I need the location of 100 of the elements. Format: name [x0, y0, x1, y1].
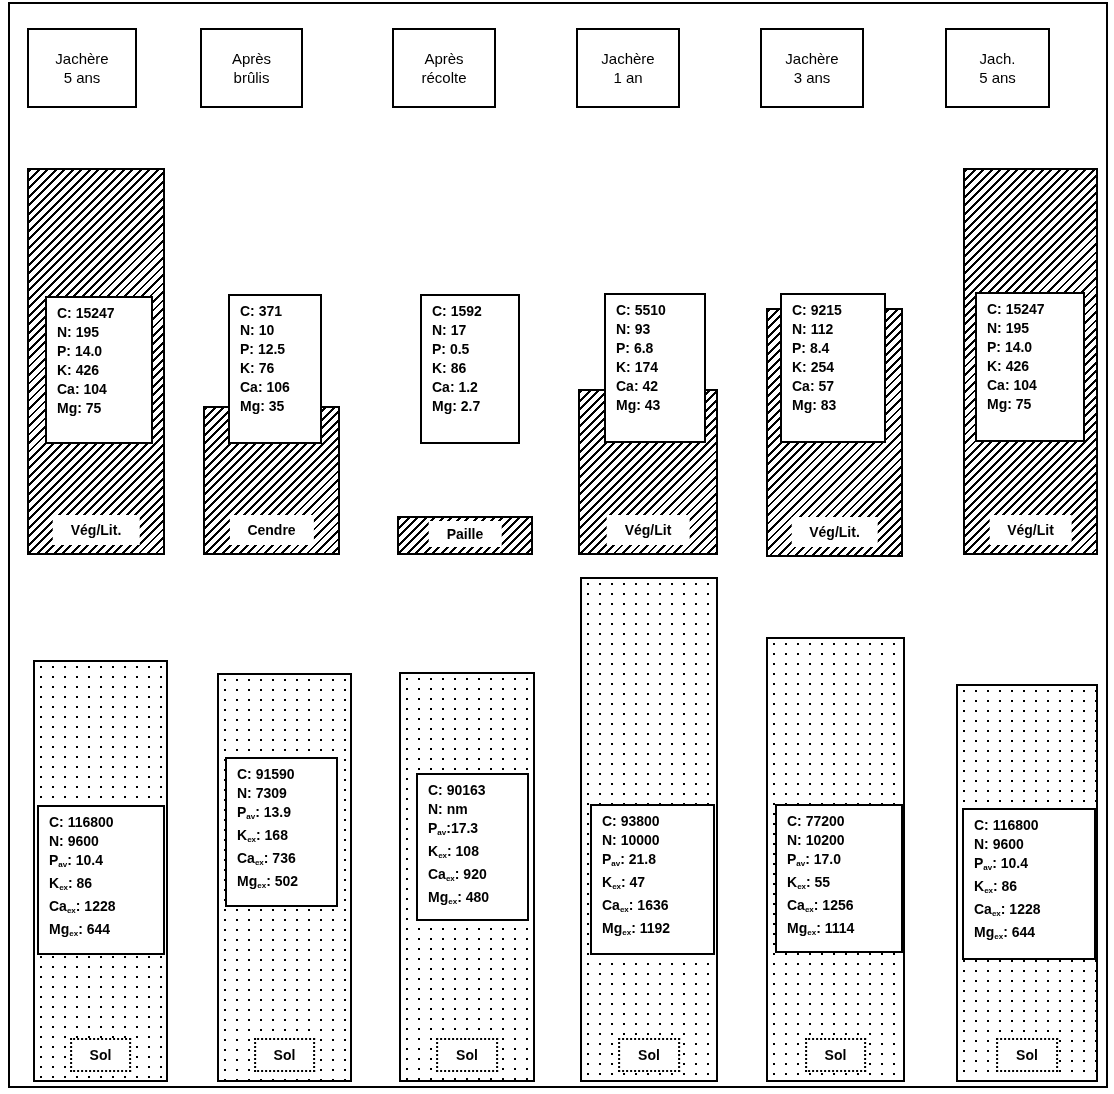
stage-header-box — [200, 28, 303, 108]
stage-header-box — [576, 28, 680, 108]
nutrient-data-box — [225, 757, 338, 907]
nutrient-value: P$_{av}$: 10.4 — [49, 851, 105, 871]
nutrient-value: P$_{av}$: 10.4 — [974, 854, 1030, 874]
nutrient-value: P: 8.4 — [792, 339, 831, 358]
soil-column — [580, 577, 718, 1082]
nutrient-value: Mg: 43 — [616, 396, 662, 415]
nutrient-value: N: 10200 — [787, 831, 846, 850]
nutrient-value: P$_{av}$: 21.8 — [602, 850, 658, 870]
nutrient-value: N: 17 — [432, 321, 468, 340]
vegetation-bar — [963, 168, 1098, 555]
nutrient-data-box — [420, 294, 520, 444]
layer-label: Sol — [804, 1038, 867, 1072]
nutrient-value: Mg$_{ex}$: 502 — [237, 872, 300, 892]
nutrient-value: N: 93 — [616, 320, 652, 339]
nutrient-value: C: 15247 — [987, 300, 1046, 319]
layer-label: Paille — [428, 521, 502, 547]
nutrient-value: P$_{av}$: 13.9 — [237, 803, 293, 823]
nutrient-value: Ca: 104 — [987, 376, 1038, 395]
nutrient-data-box — [590, 804, 715, 955]
soil-column — [766, 637, 905, 1082]
stage-title: Jachère 1 an — [600, 49, 656, 87]
nutrient-value: C: 90163 — [428, 781, 487, 800]
layer-label: Vég/Lit. — [791, 517, 878, 547]
layer-label: Sol — [253, 1038, 316, 1072]
layer-label: Vég/Lit. — [52, 515, 140, 545]
soil-column — [956, 684, 1098, 1082]
nutrient-data-box — [975, 292, 1085, 442]
layer-label: Sol — [69, 1038, 132, 1072]
nutrient-data-box — [37, 805, 165, 955]
nutrient-value: K$_{ex}$: 47 — [602, 873, 647, 893]
layer-label: Vég/Lit — [989, 515, 1072, 545]
nutrient-value: Ca$_{ex}$: 736 — [237, 849, 297, 869]
stage-title: Jach. 5 ans — [978, 49, 1017, 87]
nutrient-value: P: 14.0 — [987, 338, 1034, 357]
nutrient-value: N: nm — [428, 800, 469, 819]
nutrient-value: Ca: 57 — [792, 377, 836, 396]
nutrient-value: K$_{ex}$: 86 — [49, 874, 94, 894]
nutrient-value: C: 371 — [240, 302, 284, 321]
nutrient-value: K: 76 — [240, 359, 276, 378]
layer-label: Sol — [436, 1038, 498, 1072]
nutrient-value: K$_{ex}$: 55 — [787, 873, 832, 893]
nutrient-value: Mg: 75 — [57, 399, 103, 418]
nutrient-value: Mg$_{ex}$: 1192 — [602, 919, 672, 939]
nutrient-value: K$_{ex}$: 168 — [237, 826, 289, 846]
nutrient-value: Ca$_{ex}$: 1636 — [602, 896, 670, 916]
nutrient-value: Ca: 104 — [57, 380, 108, 399]
nutrient-value: Mg$_{ex}$: 480 — [428, 888, 491, 908]
nutrient-value: Mg$_{ex}$: 644 — [49, 920, 112, 940]
nutrient-value: Mg: 75 — [987, 395, 1033, 414]
nutrient-value: K$_{ex}$: 108 — [428, 842, 480, 862]
soil-column — [33, 660, 168, 1082]
nutrient-value: Mg: 83 — [792, 396, 838, 415]
nutrient-value: C: 116800 — [974, 816, 1040, 835]
nutrient-value: N: 195 — [57, 323, 101, 342]
nutrient-value: P: 14.0 — [57, 342, 104, 361]
nutrient-value: Mg$_{ex}$: 1114 — [787, 919, 856, 939]
stage-title: Après récolte — [420, 49, 468, 87]
layer-label: Sol — [618, 1038, 680, 1072]
stage-title: Jachère 5 ans — [54, 49, 110, 87]
nutrient-value: N: 7309 — [237, 784, 288, 803]
nutrient-value: P: 0.5 — [432, 340, 471, 359]
nutrient-value: K: 254 — [792, 358, 836, 377]
nutrient-data-box — [416, 773, 529, 921]
nutrient-value: C: 5510 — [616, 301, 667, 320]
layer-label: Cendre — [229, 515, 314, 545]
nutrient-value: N: 9600 — [49, 832, 100, 851]
stage-title: Après brûlis — [230, 49, 273, 87]
nutrient-value: N: 195 — [987, 319, 1031, 338]
nutrient-value: C: 15247 — [57, 304, 116, 323]
nutrient-value: C: 91590 — [237, 765, 296, 784]
nutrient-value: C: 116800 — [49, 813, 115, 832]
nutrient-value: C: 1592 — [432, 302, 483, 321]
stage-header-box — [760, 28, 864, 108]
nutrient-value: N: 112 — [792, 320, 835, 339]
layer-label: Sol — [996, 1038, 1058, 1072]
nutrient-data-box — [962, 808, 1096, 960]
nutrient-value: Mg: 2.7 — [432, 397, 482, 416]
nutrient-value: C: 9215 — [792, 301, 843, 320]
nutrient-value: K$_{ex}$: 86 — [974, 877, 1019, 897]
nutrient-data-box — [780, 293, 886, 443]
nutrient-value: Ca: 1.2 — [432, 378, 479, 397]
nutrient-value: C: 93800 — [602, 812, 661, 831]
nutrient-value: Ca$_{ex}$: 1228 — [974, 900, 1042, 920]
nutrient-value: Ca: 106 — [240, 378, 291, 397]
nutrient-value: P: 6.8 — [616, 339, 655, 358]
soil-column — [399, 672, 535, 1082]
nutrient-value: N: 9600 — [974, 835, 1025, 854]
nutrient-value: P: 12.5 — [240, 340, 287, 359]
nutrient-value: K: 86 — [432, 359, 468, 378]
stage-header-box — [27, 28, 137, 108]
vegetation-bar — [397, 516, 533, 555]
nutrient-data-box — [45, 296, 153, 444]
nutrient-value: Ca$_{ex}$: 1256 — [787, 896, 855, 916]
nutrient-value: P$_{av}$:17.3 — [428, 819, 480, 839]
nutrient-value: N: 10 — [240, 321, 276, 340]
nutrient-value: K: 426 — [57, 361, 101, 380]
nutrient-value: Mg: 35 — [240, 397, 286, 416]
nutrient-value: K: 174 — [616, 358, 660, 377]
